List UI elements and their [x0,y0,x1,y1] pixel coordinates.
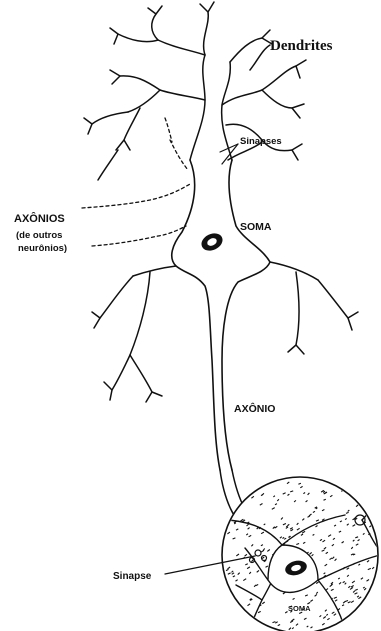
upper-neuron [82,2,358,530]
label-soma-small: SOMA [288,604,311,613]
soma-body [133,160,318,470]
label-axonio: AXÔNIO [234,402,275,415]
label-axonios: AXÔNIOS [14,212,65,225]
label-sinapse-bottom: Sinapse [113,571,152,582]
label-sinapses-top: Sinapses [240,136,282,147]
sinapses-pointer-lines [220,144,238,164]
label-dendrites: Dendrites [270,38,333,54]
label-axonios-sub1: (de outros [16,230,62,241]
incoming-axons [82,118,190,246]
label-soma-main: SOMA [240,221,272,233]
soma-nucleus [199,230,226,254]
label-axonios-sub2: neurônios) [18,243,67,254]
dendrite-tree [84,2,358,402]
